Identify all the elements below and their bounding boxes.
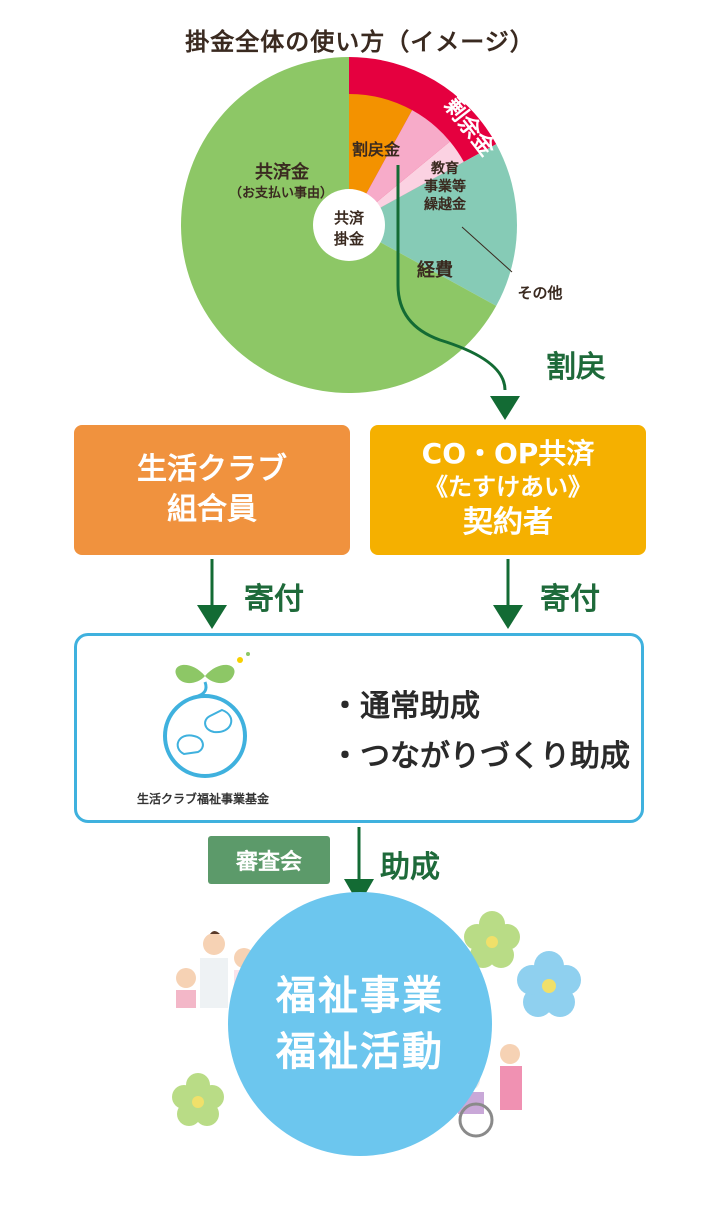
kyoiku-label-line1: 教育	[431, 161, 459, 177]
sonota-leader-line	[461, 226, 513, 273]
review-committee-badge: 審査会	[208, 836, 330, 884]
right-donation-arrowhead	[493, 605, 523, 629]
warimodoshi-label: 割戻金	[352, 140, 401, 159]
grant-item-regular: ・通常助成	[330, 689, 480, 724]
flower-icon	[172, 1073, 224, 1126]
contractor-box: CO・OP共済 《たすけあい》 契約者	[370, 425, 646, 555]
josei-label: 助成	[380, 850, 440, 885]
welfare-fund-box	[74, 633, 644, 823]
flower-icon	[464, 911, 520, 968]
grant-item-connection: ・つながりづくり助成	[330, 739, 630, 774]
contractor-box-line1: CO・OP共済	[421, 437, 595, 470]
center-label-line2: 掛金	[333, 230, 364, 248]
warimodoshi-flow-arrow	[396, 165, 507, 391]
pie-slice-warimodoshi	[349, 93, 413, 226]
premium-pie-chart	[181, 57, 520, 420]
contractor-box-line2: 《たすけあい》	[424, 473, 592, 501]
fund-logo-icon	[163, 652, 250, 778]
contractor-box-line3: 契約者	[463, 505, 553, 540]
keihi-label: 経費	[417, 260, 453, 281]
diagram-title: 掛金全体の使い方（イメージ）	[185, 28, 535, 56]
warimodoshi-arrowhead	[490, 396, 520, 420]
welfare-activities-circle: 福祉事業 福祉活動	[228, 892, 492, 1156]
member-box: 生活クラブ 組合員	[74, 425, 350, 555]
member-box-line2: 組合員	[167, 492, 257, 527]
center-label-line1: 共済	[333, 209, 364, 227]
welfare-line2: 福祉活動	[276, 1029, 444, 1075]
pie-center-circle	[313, 189, 385, 261]
kyoiku-label-line3: 繰越金	[424, 197, 466, 213]
donation-arrows	[197, 559, 523, 629]
warimodoshi-flow-label: 割戻	[546, 350, 606, 385]
left-kifu-label: 寄付	[244, 582, 304, 617]
grant-list: ・通常助成 ・つながりづくり助成	[330, 682, 630, 782]
kyosai-label: 共済金	[255, 162, 309, 183]
right-kifu-label: 寄付	[540, 582, 600, 617]
pie-slice-keihi	[349, 144, 517, 306]
flower-icon	[517, 951, 581, 1017]
kyoiku-label-line2: 事業等	[424, 179, 466, 195]
kyosai-sublabel: （お支払い事由）	[228, 186, 333, 201]
member-box-line1: 生活クラブ	[137, 452, 287, 487]
welfare-line1: 福祉事業	[276, 973, 444, 1019]
sonota-label: その他	[517, 284, 563, 302]
fund-name: 生活クラブ福祉事業基金	[136, 792, 269, 806]
left-donation-arrowhead	[197, 605, 227, 629]
